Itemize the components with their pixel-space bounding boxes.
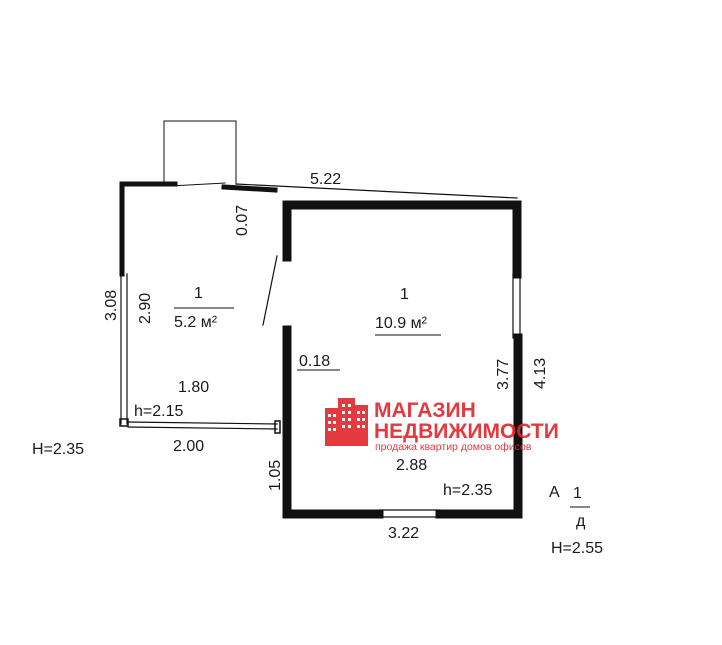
right-building-height: H=2.55 [551,540,603,557]
building-letter: А [549,484,560,501]
room-b-width: 2.88 [396,457,427,474]
logo-line-1: МАГАЗИН [374,399,476,422]
right-inner-length: 3.77 [495,359,512,390]
main-room-right-bottom-wall [435,333,523,519]
porch-outline [163,120,237,185]
veranda-door-post [274,420,281,434]
wall-thickness: 0.18 [299,353,330,370]
veranda-top-wall-right [221,184,278,193]
left-lower-length: 1.05 [267,460,284,491]
porch-step [169,182,226,187]
room-b-height: h=2.35 [443,482,492,499]
logo-tagline: продажа квартир домов офисов [375,441,532,453]
room-a-area: 5.2 м² [174,314,218,331]
room-a-width: 1.80 [178,379,209,396]
veranda-top-wall [119,181,178,277]
room-a-height: h=2.15 [134,403,183,420]
room-a-bottom-length: 2.00 [173,438,204,455]
logo-line-2: НЕДВИЖИМОСТИ [374,420,559,443]
door-gap-length: 0.07 [234,205,251,236]
top-wall-length: 5.22 [310,171,341,188]
veranda-bottom-a [127,421,278,425]
bottom-wall-length: 3.22 [388,525,419,542]
main-room-left-bottom-wall [282,325,384,519]
room-a-number: 1 [194,285,203,302]
floor-numerator: 1 [573,485,582,502]
veranda-door-swing [262,255,278,326]
right-outer-length: 4.13 [532,358,549,389]
main-room-top-left-wall [282,200,522,279]
floor-denominator: д [576,513,586,530]
room-b-area: 10.9 м² [375,315,428,332]
left-inner-length: 2.90 [137,293,154,324]
room-b-number: 1 [400,286,409,303]
left-outer-length: 3.08 [103,290,120,321]
walls [119,120,523,519]
watermark-logo: МАГАЗИН НЕДВИЖИМОСТИ продажа квартир дом… [325,398,559,453]
veranda-thin-top [235,183,518,199]
dimension-labels: 5.22 0.07 3.08 2.90 1 5.2 м² 1.80 h=2.15… [32,171,603,557]
veranda-bottom-b [127,426,278,430]
logo-building-icon [325,398,368,446]
left-building-height: H=2.35 [32,441,84,458]
